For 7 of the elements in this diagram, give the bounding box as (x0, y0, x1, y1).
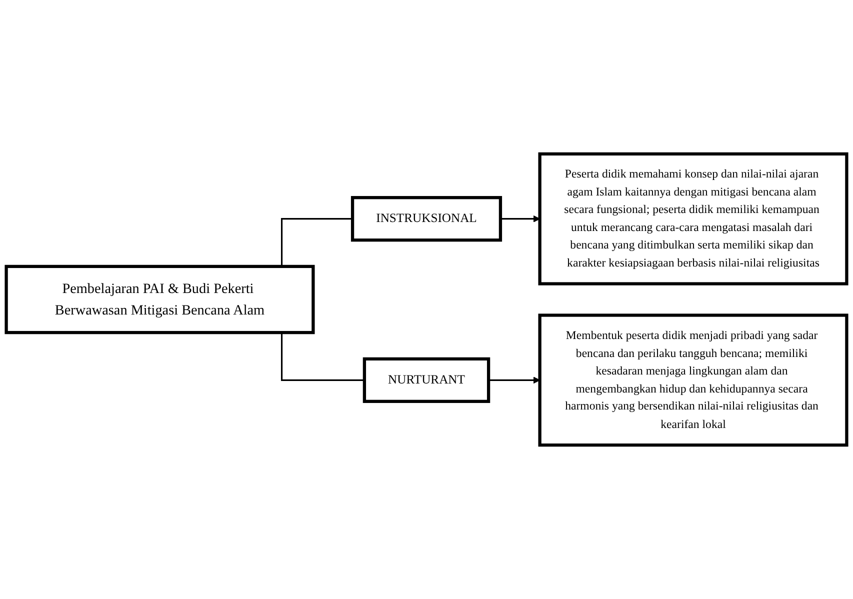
node-box: NURTURANT (362, 357, 490, 403)
node-box: Pembelajaran PAI & Budi Pekerti Berwawasan Mitigasi Bencana Alam (4, 264, 315, 334)
arrow (488, 376, 540, 384)
arrow (500, 215, 540, 222)
node-box: Peserta didik memahami konsep dan nilai-nilai ajaran agam Islam kaitannya dengan mitigasi bencana alam secara fungsional; peserta didik memiliki kemampuan untuk merancang cara-cara mengatasi masalah dari bencana yang ditimbulkan serta memiliki sikap dan karakter kesiapsiagaan berbasis nilai-nilai religiusitas (538, 152, 848, 286)
node-box: INSTRUKSIONAL (350, 196, 502, 242)
node-box: Membentuk peserta didik menjadi pribadi yang sadar bencana dan perilaku tangguh bencana; memiliki kesadaran menjaga lingkungan alam dan mengembangkan hidup dan kehidupannya secara harmonis yang bersendikan nilai-nilai religiusitas dan kearifan lokal (538, 314, 848, 447)
